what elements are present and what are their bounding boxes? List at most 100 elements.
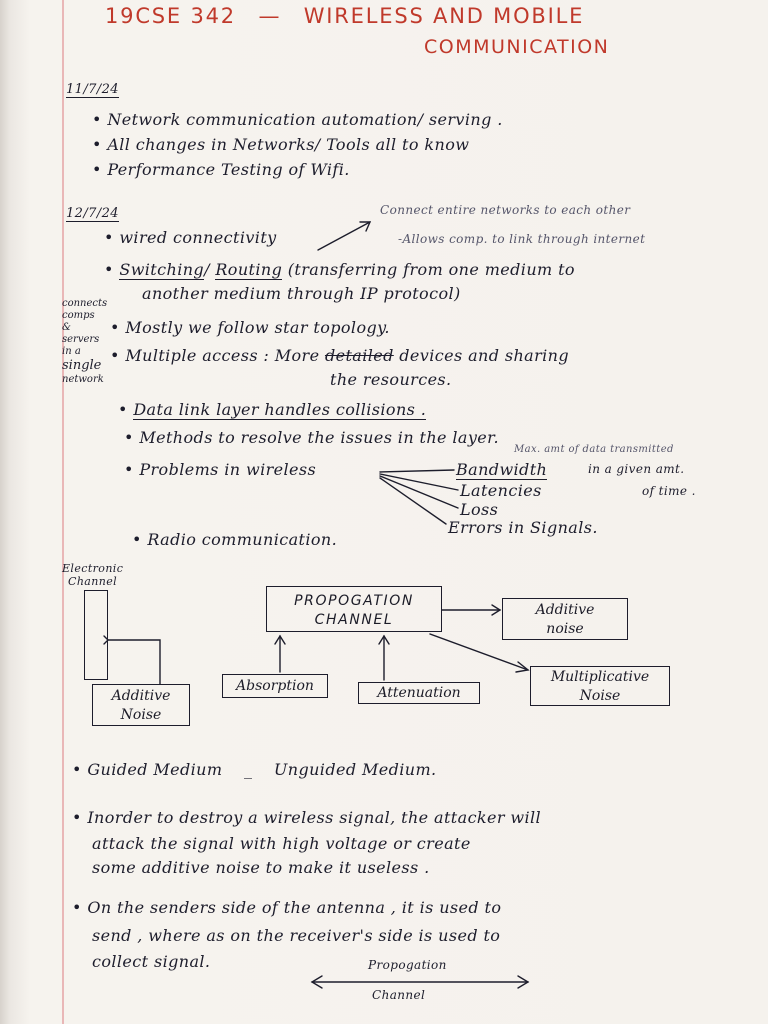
multiple-text-b: devices and sharing bbox=[399, 346, 570, 365]
additive-right-line: noise bbox=[546, 621, 584, 637]
wired-bullet: • wired connectivity bbox=[104, 228, 277, 247]
additive-left-line: Noise bbox=[120, 707, 162, 723]
additive-noise-right-box: Additive noise bbox=[502, 598, 628, 640]
multiple-strike: detailed bbox=[324, 346, 394, 365]
attenuation-arrow-head bbox=[378, 634, 390, 645]
para2-line3: collect signal. bbox=[92, 952, 211, 971]
problems-text: Problems in wireless bbox=[139, 460, 317, 479]
side-note-line: servers bbox=[62, 334, 100, 345]
title-line1: WIRELESS AND MOBILE bbox=[303, 4, 585, 28]
multiplicative-arrow-head bbox=[515, 661, 530, 673]
para2-line2: send , where as on the receiver's side i… bbox=[92, 926, 501, 945]
datalink-text: Data link layer handles collisions . bbox=[133, 400, 427, 420]
switching-text: Switching bbox=[119, 260, 205, 280]
guided-dash: _ bbox=[243, 760, 253, 779]
attenuation-box: Attenuation bbox=[358, 682, 480, 704]
side-note-line: comps bbox=[62, 310, 95, 321]
prop-arrow-top-label: Propogation bbox=[368, 958, 447, 972]
bullet-3-text: Performance Testing of Wifi. bbox=[107, 160, 350, 179]
multiplicative-line: Noise bbox=[579, 688, 621, 704]
course-code: 19CSE 342 bbox=[105, 4, 236, 28]
wired-text: wired connectivity bbox=[119, 228, 277, 247]
problem-errors: Errors in Signals. bbox=[448, 518, 598, 537]
para1-line1: • Inorder to destroy a wireless signal, … bbox=[72, 808, 542, 827]
date-11-7-24: 11/7/24 bbox=[66, 82, 119, 98]
absorption-arrow-head bbox=[274, 634, 286, 645]
electronic-channel-label: Electronic Channel bbox=[62, 562, 123, 588]
para2-line1: • On the senders side of the antenna , i… bbox=[72, 898, 502, 917]
bullet-2-text: All changes in Networks/ Tools all to kn… bbox=[107, 135, 470, 154]
additive-noise-right-label: Additive noise bbox=[503, 601, 627, 639]
absorption-label: Absorption bbox=[236, 678, 314, 694]
electronic-label-line: Electronic bbox=[62, 562, 124, 575]
problems-line-3 bbox=[379, 475, 459, 509]
side-note-line: & bbox=[62, 322, 71, 333]
additive-right-arrow-head bbox=[491, 604, 502, 616]
switching-explain: (transferring from one medium to bbox=[287, 260, 575, 279]
multiplicative-line: Multiplicative bbox=[550, 669, 650, 685]
additive-noise-left-box: Additive Noise bbox=[92, 684, 190, 726]
multiple-text-a: Multiple access : More bbox=[125, 346, 320, 365]
side-note-line: connects bbox=[62, 298, 108, 309]
bullet-3: • Performance Testing of Wifi. bbox=[92, 160, 350, 179]
wired-note-2: -Allows comp. to link through internet bbox=[398, 232, 646, 246]
margin-line bbox=[62, 0, 64, 1024]
star-text: Mostly we follow star topology. bbox=[125, 318, 390, 337]
wired-arrow bbox=[317, 221, 371, 251]
para1-line3: some additive noise to make it useless . bbox=[92, 858, 430, 877]
switching-bullet: • Switching/ Routing (transferring from … bbox=[104, 260, 575, 280]
electronic-channel-box bbox=[84, 590, 108, 680]
propagation-label: PROPOGATION CHANNEL bbox=[267, 592, 441, 630]
bullet-1: • Network communication automation/ serv… bbox=[92, 110, 503, 129]
prop-arrow-left-head bbox=[310, 975, 323, 989]
side-note: connects comps & servers in a single net… bbox=[62, 298, 107, 386]
bullet-1-text: Network communication automation/ servin… bbox=[107, 110, 503, 129]
prop-arrow-bottom-label: Channel bbox=[372, 988, 426, 1002]
connector-electronic bbox=[107, 639, 161, 685]
multiplicative-label: Multiplicative Noise bbox=[531, 668, 669, 706]
multiplicative-arrow bbox=[429, 633, 529, 671]
additive-left-line: Additive bbox=[111, 688, 171, 704]
para1-text: Inorder to destroy a wireless signal, th… bbox=[87, 808, 542, 827]
additive-noise-left-label: Additive Noise bbox=[93, 687, 189, 725]
problems-line-4 bbox=[379, 477, 447, 525]
methods-bullet: • Methods to resolve the issues in the l… bbox=[124, 428, 499, 447]
problem-note-2: in a given amt. bbox=[588, 462, 685, 476]
radio-bullet: • Radio communication. bbox=[132, 530, 338, 549]
absorption-box: Absorption bbox=[222, 674, 328, 698]
side-note-line: network bbox=[62, 374, 104, 385]
propagation-line: CHANNEL bbox=[314, 612, 394, 628]
guided-bullet: • Guided Medium _ Unguided Medium. bbox=[72, 760, 437, 779]
side-note-line: in a bbox=[62, 346, 81, 357]
para2-text: On the senders side of the antenna , it … bbox=[87, 898, 502, 917]
date-12-7-24: 12/7/24 bbox=[66, 206, 119, 222]
multiple-text-c: the resources. bbox=[330, 370, 452, 389]
additive-right-line: Additive bbox=[535, 602, 595, 618]
propagation-channel-box: PROPOGATION CHANNEL bbox=[266, 586, 442, 632]
multiple-bullet: • Multiple access : More detailed device… bbox=[110, 346, 570, 365]
wired-note-1: Connect entire networks to each other bbox=[380, 203, 631, 217]
problem-note-3: of time . bbox=[642, 484, 696, 498]
datalink-bullet: • Data link layer handles collisions . bbox=[118, 400, 427, 420]
problems-line-2 bbox=[379, 473, 459, 491]
wired-arrow-head bbox=[359, 221, 372, 232]
title-dash: — bbox=[258, 4, 282, 28]
electronic-label-line: Channel bbox=[68, 575, 118, 588]
problems-bullet: • Problems in wireless bbox=[124, 460, 317, 479]
problems-line-1 bbox=[379, 469, 455, 473]
para1-line2: attack the signal with high voltage or c… bbox=[92, 834, 471, 853]
problem-note-1: Max. amt of data transmitted bbox=[514, 444, 674, 455]
problem-bandwidth: Bandwidth bbox=[456, 460, 548, 480]
propagation-line: PROPOGATION bbox=[294, 593, 414, 609]
multiplicative-noise-box: Multiplicative Noise bbox=[530, 666, 670, 706]
guided-text: Guided Medium bbox=[87, 760, 223, 779]
radio-text: Radio communication. bbox=[147, 530, 338, 549]
problem-loss: Loss bbox=[460, 500, 499, 519]
star-bullet: • Mostly we follow star topology. bbox=[110, 318, 390, 337]
side-note-line: single bbox=[62, 358, 102, 373]
methods-text: Methods to resolve the issues in the lay… bbox=[139, 428, 499, 447]
prop-arrow-right-head bbox=[517, 975, 530, 989]
bullet-2: • All changes in Networks/ Tools all to … bbox=[92, 135, 470, 154]
